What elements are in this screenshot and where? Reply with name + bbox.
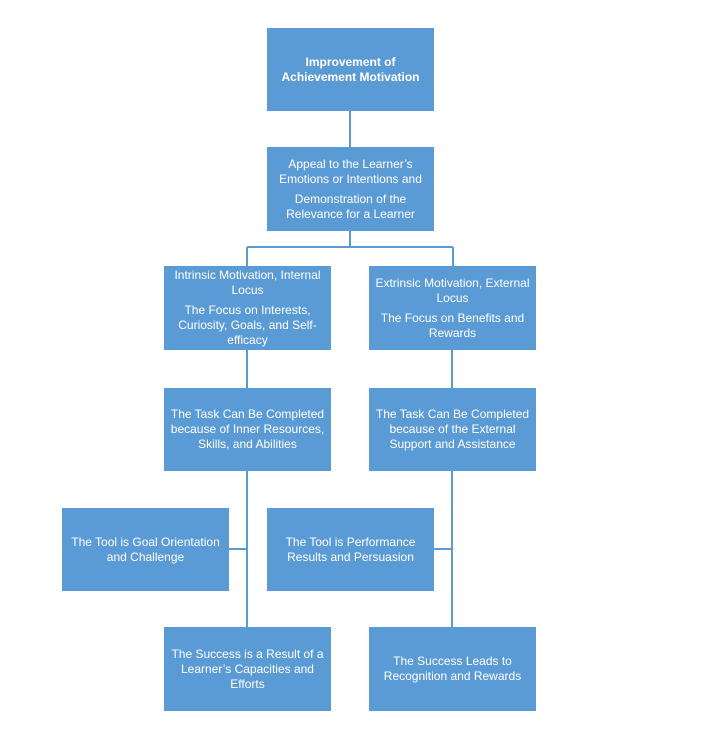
node-text-line: Skills, and Abilities — [198, 437, 297, 451]
node-intrinsic-motivation: Intrinsic Motivation, Internal Locus The… — [164, 266, 331, 350]
node-task-inner-resources: The Task Can Be Completed because of Inn… — [164, 388, 331, 471]
node-text-line: The Task Can Be Completed — [375, 407, 530, 421]
node-text-line: Efforts — [230, 676, 265, 691]
node-tool-performance-results: The Tool is Performance Results and Pers… — [267, 508, 434, 591]
node-text-line: Learner’s Capacities and — [181, 661, 314, 676]
node-text-line: Recognition and Rewards — [383, 669, 522, 683]
node-text-line: The Task Can Be Completed — [170, 407, 325, 421]
node-text-line: The Focus on Benefits and — [380, 310, 525, 325]
node-text-line: Appeal to the Learner’s — [288, 156, 413, 171]
node-text-line: Results and Persuasion — [287, 549, 414, 564]
node-improvement-achievement-motivation: Improvement of Achievement Motivation — [267, 28, 434, 111]
node-text-line: efficacy — [227, 333, 268, 347]
node-appeal-to-learner: Appeal to the Learner’s Emotions or Inte… — [267, 147, 434, 231]
node-text-line: The Success Leads to — [393, 654, 512, 668]
node-text-line: because of Inner Resources, — [170, 422, 325, 436]
node-success-recognition-rewards: The Success Leads to Recognition and Rew… — [369, 627, 536, 711]
node-text-line: and Challenge — [106, 549, 185, 564]
node-tool-goal-orientation: The Tool is Goal Orientation and Challen… — [62, 508, 229, 591]
node-text-line: Support and Assistance — [389, 437, 516, 451]
node-text-line: The Success is a Result of a — [171, 646, 324, 661]
node-text-line: because of the External — [389, 422, 516, 436]
node-text-line: The Focus on Interests, — [184, 303, 311, 317]
node-text-line: Extrinsic Motivation, External — [375, 275, 530, 290]
node-success-capacities-efforts: The Success is a Result of a Learner’s C… — [164, 627, 331, 711]
node-text-line: Demonstration of the — [294, 191, 407, 206]
node-text-line: Intrinsic Motivation, Internal — [174, 268, 321, 282]
node-task-external-support: The Task Can Be Completed because of the… — [369, 388, 536, 471]
node-text-line: Achievement Motivation — [281, 69, 420, 84]
node-text-line: Curiosity, Goals, and Self- — [178, 318, 317, 332]
node-text-line: Improvement of — [305, 54, 396, 69]
node-text-line: Locus — [436, 290, 469, 305]
node-text-line: Emotions or Intentions and — [279, 171, 422, 186]
node-text-line: The Tool is Performance — [285, 534, 416, 549]
node-text-line: Rewards — [428, 325, 477, 340]
node-text-line: The Tool is Goal Orientation — [71, 534, 220, 549]
node-text-line: Relevance for a Learner — [286, 206, 415, 221]
node-text-line: Locus — [231, 283, 264, 297]
node-extrinsic-motivation: Extrinsic Motivation, External Locus The… — [369, 266, 536, 350]
